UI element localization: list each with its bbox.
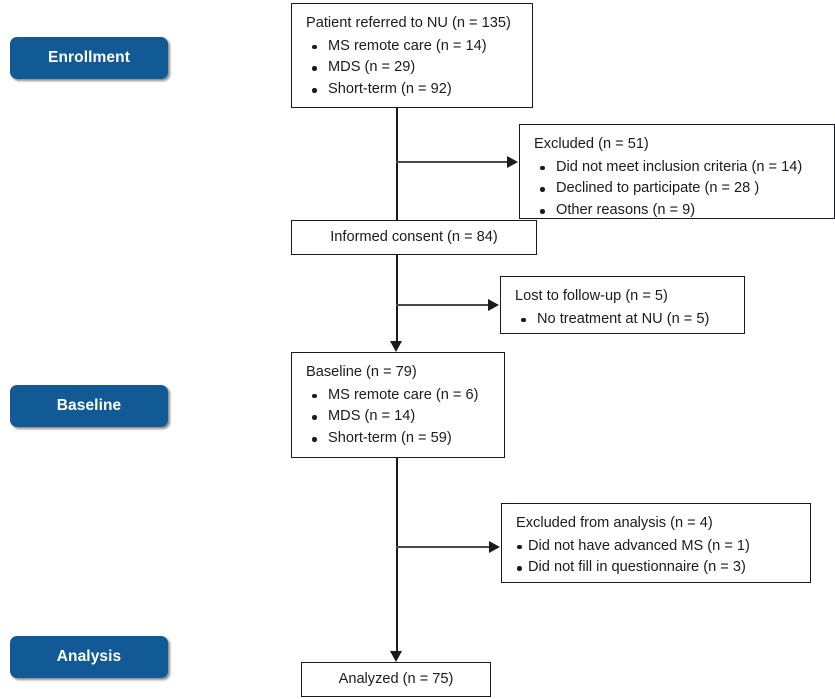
arrowhead-to-excluded [507, 156, 518, 168]
arrowhead-to-analyzed [390, 651, 402, 662]
node-informed-consent: Informed consent (n = 84) [291, 220, 537, 255]
node-excluded: Excluded (n = 51) Did not meet inclusion… [519, 124, 835, 219]
connector-branch-to-excluded-analysis [396, 546, 490, 548]
stage-label-analysis: Analysis [10, 636, 168, 678]
stage-label-text: Enrollment [48, 49, 130, 66]
node-lost-to-followup: Lost to follow-up (n = 5) No treatment a… [500, 276, 745, 334]
stage-label-baseline: Baseline [10, 385, 168, 427]
node-baseline: Baseline (n = 79) MS remote care (n = 6)… [291, 352, 505, 458]
connector-branch-to-excluded [396, 161, 509, 163]
node-analyzed: Analyzed (n = 75) [301, 662, 491, 697]
node-title: Patient referred to NU (n = 135) [306, 15, 511, 31]
node-item-list: Did not have advanced MS (n = 1) Did not… [516, 536, 810, 578]
node-title: Excluded from analysis (n = 4) [516, 515, 713, 531]
node-title: Lost to follow-up (n = 5) [515, 288, 668, 304]
connector-referred-to-consent [396, 107, 398, 220]
stage-label-text: Baseline [56, 397, 122, 414]
list-item: Short-term (n = 92) [306, 79, 532, 100]
node-patient-referred: Patient referred to NU (n = 135) MS remo… [291, 3, 533, 108]
list-item: Short-term (n = 59) [306, 428, 504, 449]
arrowhead-to-excluded-analysis [489, 541, 500, 553]
node-item-list: No treatment at NU (n = 5) [515, 309, 744, 330]
node-title: Informed consent (n = 84) [330, 229, 498, 246]
connector-baseline-to-analyzed [396, 458, 398, 654]
list-item: MS remote care (n = 14) [306, 36, 532, 57]
arrowhead-to-lost [488, 299, 499, 311]
list-item: Did not meet inclusion criteria (n = 14) [534, 157, 834, 178]
list-item: MDS (n = 29) [306, 57, 532, 78]
list-item: MS remote care (n = 6) [306, 385, 504, 406]
stage-label-text: Analysis [56, 648, 122, 665]
list-item: MDS (n = 14) [306, 406, 504, 427]
connector-branch-to-lost [396, 304, 489, 306]
stage-label-enrollment: Enrollment [10, 37, 168, 79]
node-item-list: MS remote care (n = 14) MDS (n = 29) Sho… [306, 36, 532, 100]
list-item: Did not fill in questionnaire (n = 3) [516, 557, 810, 578]
node-title: Analyzed (n = 75) [338, 671, 454, 688]
list-item: No treatment at NU (n = 5) [515, 309, 744, 330]
node-item-list: Did not meet inclusion criteria (n = 14)… [534, 157, 834, 221]
node-item-list: MS remote care (n = 6) MDS (n = 14) Shor… [306, 385, 504, 449]
node-title: Excluded (n = 51) [534, 136, 649, 152]
node-excluded-from-analysis: Excluded from analysis (n = 4) Did not h… [501, 503, 811, 583]
arrowhead-to-baseline [390, 341, 402, 352]
node-title: Baseline (n = 79) [306, 364, 417, 380]
list-item: Did not have advanced MS (n = 1) [516, 536, 810, 557]
connector-consent-to-baseline [396, 255, 398, 342]
list-item: Declined to participate (n = 28 ) [534, 178, 834, 199]
list-item: Other reasons (n = 9) [534, 200, 834, 221]
